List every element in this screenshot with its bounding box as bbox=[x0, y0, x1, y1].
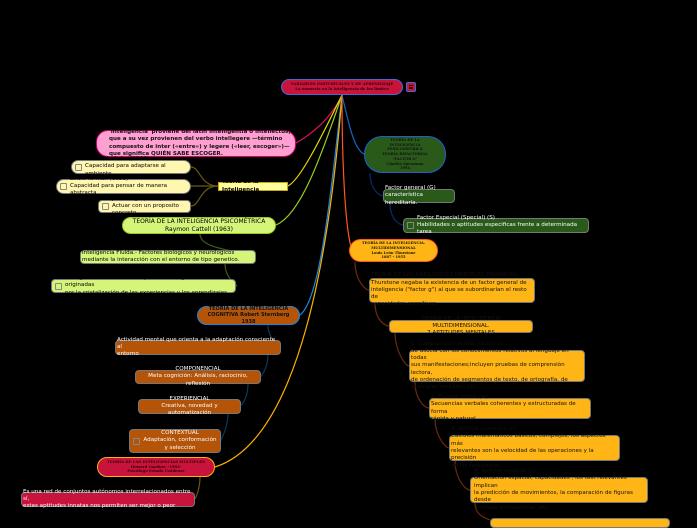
fluida-text: Inteligencia Fluida.- Factores biológico… bbox=[82, 249, 240, 263]
factor-g-text: Factor general (G) característica heredi… bbox=[385, 185, 436, 206]
componencial-node[interactable]: COMPONENCIAL Meta cognición: Análisis, r… bbox=[135, 366, 261, 387]
factor-g-node[interactable]: Factor general (G) característica heredi… bbox=[383, 185, 455, 206]
wechsler-text: David Wechsler (1944) Capacidad para ada… bbox=[85, 156, 166, 177]
teoria-label: Teoría de la Inteligencia bbox=[222, 179, 260, 193]
contextual-node[interactable]: CONTEXTUAL Adaptación, conformación y se… bbox=[129, 429, 221, 453]
componencial-text: COMPONENCIAL Meta cognición: Análisis, r… bbox=[148, 366, 248, 387]
thurstone-label: TEORÍA DE LA INTELIGENCIA. MULTIDIMENSIO… bbox=[361, 241, 426, 260]
root-title: VARIABLES INDIVIDUALES Y DE APRENDIZAJE bbox=[290, 81, 394, 87]
spearman-label: TEORÍA DE LA INTELIGENCIA PPSICOMETRICA … bbox=[382, 138, 428, 171]
experiencial-node[interactable]: EXPERIENCIAL Creativa, novedad y automat… bbox=[138, 396, 241, 416]
aptitud-node[interactable]: 3. Aptitud numérica (n) Cálculos matemát… bbox=[449, 426, 620, 469]
checkbox-icon[interactable] bbox=[407, 222, 414, 229]
thurstone-node[interactable]: TEORÍA DE LA INTELIGENCIA. MULTIDIMENSIO… bbox=[349, 239, 438, 262]
root-node[interactable]: VARIABLES INDIVIDUALES Y DE APRENDIZAJE … bbox=[281, 79, 403, 95]
habilidades-node[interactable]: TEORÍA DE LAS HABILIDADES MENTALES PRIMA… bbox=[369, 272, 535, 307]
cognitiva-label: TEORÍA DE LA INTELIGENCIA COGNITIVA Robe… bbox=[207, 305, 290, 325]
multidim-text: TEORÍA DE LA INTELIGENCIA MULTIDIMENSION… bbox=[421, 315, 501, 337]
aptitud-node[interactable]: 2. Fluidez verbal (w) Secuencias verbale… bbox=[429, 394, 591, 422]
experiencial-text: EXPERIENCIAL Creativa, novedad y automat… bbox=[161, 395, 218, 417]
etymology-node[interactable]: 'Inteligencia' proviene del latín intell… bbox=[96, 128, 296, 157]
habilidades-text: TEORÍA DE LAS HABILIDADES MENTALES PRIMA… bbox=[371, 272, 527, 308]
wechsler-node[interactable]: David Wechsler (1944) Capacidad para ada… bbox=[71, 156, 191, 177]
cristalizada-text: Inteligencia cristalizada.- Capacidades … bbox=[65, 275, 228, 296]
aptitud-node[interactable]: 4. Aptitud espacial (s) Orientación espa… bbox=[470, 468, 648, 511]
multidim-node[interactable]: TEORÍA DE LA INTELIGENCIA MULTIDIMENSION… bbox=[389, 316, 533, 336]
cristalizada-node[interactable]: Inteligencia cristalizada.- Capacidades … bbox=[51, 275, 236, 296]
piaget-text: Jean Piaget(1952) Actuar con un proposit… bbox=[112, 195, 179, 217]
multiples-label: TEORÍA DE LAS INTELIGENCIAS MÚLTIPLES Ho… bbox=[107, 458, 205, 474]
psicometrica-label: TEORÍA DE LA INTELIGENCIA PSICOMÉTRICA R… bbox=[132, 217, 266, 233]
multiples-desc-node[interactable]: Es una red de conjuntos autónomos interr… bbox=[21, 489, 195, 509]
checkbox-icon[interactable] bbox=[55, 282, 62, 290]
checkbox-icon[interactable] bbox=[60, 183, 67, 190]
factor-s-node[interactable]: Factor Especial (Special) (S) Habilidade… bbox=[403, 215, 589, 235]
checkbox-icon[interactable] bbox=[75, 163, 82, 171]
root-subtitle: La memoria en la inteligencia de los lím… bbox=[295, 86, 389, 91]
hamburger-menu-icon[interactable] bbox=[406, 82, 416, 92]
terman-text: Lewis Terman (1921) Capacidad para pensa… bbox=[70, 175, 168, 197]
checkbox-icon[interactable] bbox=[133, 437, 141, 445]
terman-node[interactable]: Lewis Terman (1921) Capacidad para pensa… bbox=[56, 176, 191, 196]
etymology-text: 'Inteligencia' proviene del latín intell… bbox=[109, 128, 291, 157]
checkbox-icon[interactable] bbox=[102, 203, 109, 210]
aptitud-text: 1. Comprensión verbal (factor v) Se asoc… bbox=[411, 340, 569, 391]
aptitud-node[interactable]: 1. Comprensión verbal (factor v) Se asoc… bbox=[409, 341, 585, 390]
teoria-node[interactable]: Teoría de la Inteligencia bbox=[218, 179, 288, 193]
aptitud-text: 3. Aptitud numérica (n) Cálculos matemát… bbox=[451, 426, 606, 469]
cognitiva-item-text: Actividad mental que orienta a la adapta… bbox=[117, 336, 276, 358]
spearman-node[interactable]: TEORÍA DE LA INTELIGENCIA PPSICOMETRICA … bbox=[364, 136, 446, 173]
aptitud-text: 4. Aptitud espacial (s) Orientación espa… bbox=[474, 468, 633, 511]
contextual-text: CONTEXTUAL Adaptación, conformación y se… bbox=[143, 430, 217, 451]
fluida-node[interactable]: Inteligencia Fluida.- Factores biológico… bbox=[80, 250, 256, 264]
multiples-desc-text: Es una red de conjuntos autónomos interr… bbox=[23, 488, 191, 510]
psicometrica-node[interactable]: TEORÍA DE LA INTELIGENCIA PSICOMÉTRICA R… bbox=[122, 217, 276, 234]
piaget-node[interactable]: Jean Piaget(1952) Actuar con un proposit… bbox=[98, 196, 191, 216]
cognitiva-item[interactable]: Actividad mental que orienta a la adapta… bbox=[115, 337, 281, 357]
cognitiva-node[interactable]: TEORÍA DE LA INTELIGENCIA COGNITIVA Robe… bbox=[197, 306, 300, 325]
multiples-node[interactable]: TEORÍA DE LAS INTELIGENCIAS MÚLTIPLES Ho… bbox=[97, 457, 215, 477]
factor-s-text: Factor Especial (Special) (S) Habilidade… bbox=[417, 214, 578, 236]
aptitud-text: 2. Fluidez verbal (w) Secuencias verbale… bbox=[431, 393, 576, 422]
